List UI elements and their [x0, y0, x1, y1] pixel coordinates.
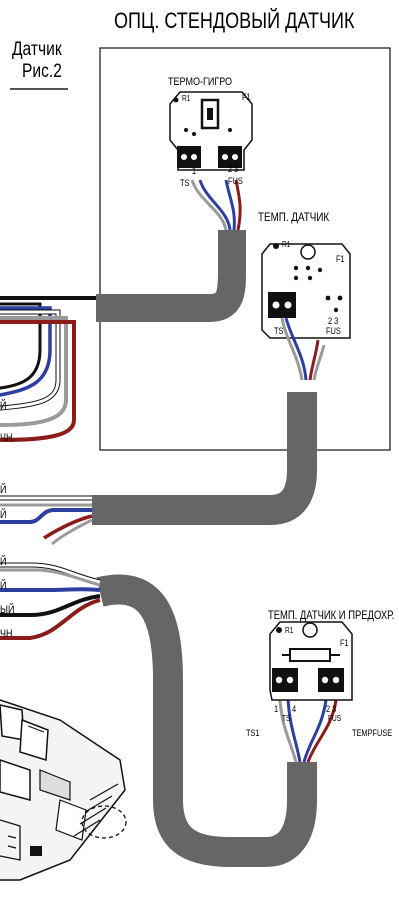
thermo-hygro-f1: F1 [242, 92, 251, 102]
temp-fuse-ts: TS [282, 714, 291, 723]
thermo-hygro-fus: FUS [228, 176, 243, 186]
connector-ts [177, 146, 201, 168]
mounting-hole [302, 622, 318, 638]
temp-sensor-fus: FUS [326, 326, 341, 336]
wire-label-fragment: Й [0, 556, 7, 568]
temp-fuse-fus: FUS [328, 714, 342, 723]
temp-fuse-wires [278, 699, 338, 763]
thermo-hygro-title: ТЕРМО-ГИГРО [168, 76, 233, 88]
controller-board [0, 699, 127, 881]
wire-label-fragment: Й [0, 580, 7, 592]
temp-sensor-ts: TS [274, 326, 284, 336]
temp-fuse-board [269, 621, 353, 701]
thermo-hygro-wires [190, 179, 242, 231]
temp-fuse-title: ТЕМП. ДАТЧИК И ПРЕДОХР. [268, 610, 395, 622]
mounting-hole [300, 244, 316, 260]
connector-fus [218, 146, 242, 168]
wire-label-fragment: ЫЙ [0, 604, 15, 616]
temp-fuse-f1: F1 [340, 638, 349, 648]
wire-label-fragment: Й [0, 509, 7, 521]
temp-fuse-r1: R1 [285, 626, 294, 635]
lower-wire-bundle [0, 562, 101, 640]
temp-sensor-pins: 2 3 [328, 316, 339, 326]
temp-fuse-tempfuse-label: TEMPFUSE [352, 728, 393, 738]
temp-sensor-wires [280, 317, 326, 381]
figure-caption-line1: Датчик [12, 39, 62, 60]
connector-temp [268, 292, 296, 318]
enclosure-box [99, 47, 391, 451]
upper-wire-bundle [0, 296, 102, 442]
fuse-element [289, 648, 331, 662]
thermo-hygro-pin-right: 2 3 [228, 164, 239, 174]
temp-sensor-f1: F1 [336, 254, 345, 264]
thermo-hygro-r1: R1 [182, 94, 191, 103]
temp-fuse-pin-right: 2 3 [326, 704, 337, 714]
wire-label-fragment: ЧН. [0, 432, 16, 444]
figure-caption-underline [10, 88, 68, 90]
wire-label-fragment: Й [0, 484, 7, 496]
thermo-hygro-pin-left: 1 [192, 166, 197, 176]
diagram-title: ОПЦ. СТЕНДОВЫЙ ДАТЧИК [114, 8, 355, 33]
temp-sensor-board [261, 243, 351, 339]
temp-fuse-pin-mid: 4 [292, 704, 297, 714]
middle-wire-bundle [0, 495, 93, 546]
temp-fuse-pin-left: 1 [274, 704, 279, 714]
wire-label-fragment: ЧН [0, 628, 13, 640]
temp-sensor-title: ТЕМП. ДАТЧИК [258, 210, 330, 224]
thermo-hygro-board [169, 91, 253, 171]
wire-label-fragment: Й [0, 400, 7, 412]
thermo-hygro-ts: TS [180, 178, 190, 188]
cable-temp-fuse [96, 574, 317, 867]
cable-thermo-hygro [96, 230, 246, 322]
temp-sensor-r1: R1 [282, 240, 291, 249]
figure-caption-line2: Рис.2 [22, 61, 62, 82]
cable-temp-sensor [92, 392, 317, 525]
temp-fuse-ts1-label: TS1 [246, 728, 260, 738]
